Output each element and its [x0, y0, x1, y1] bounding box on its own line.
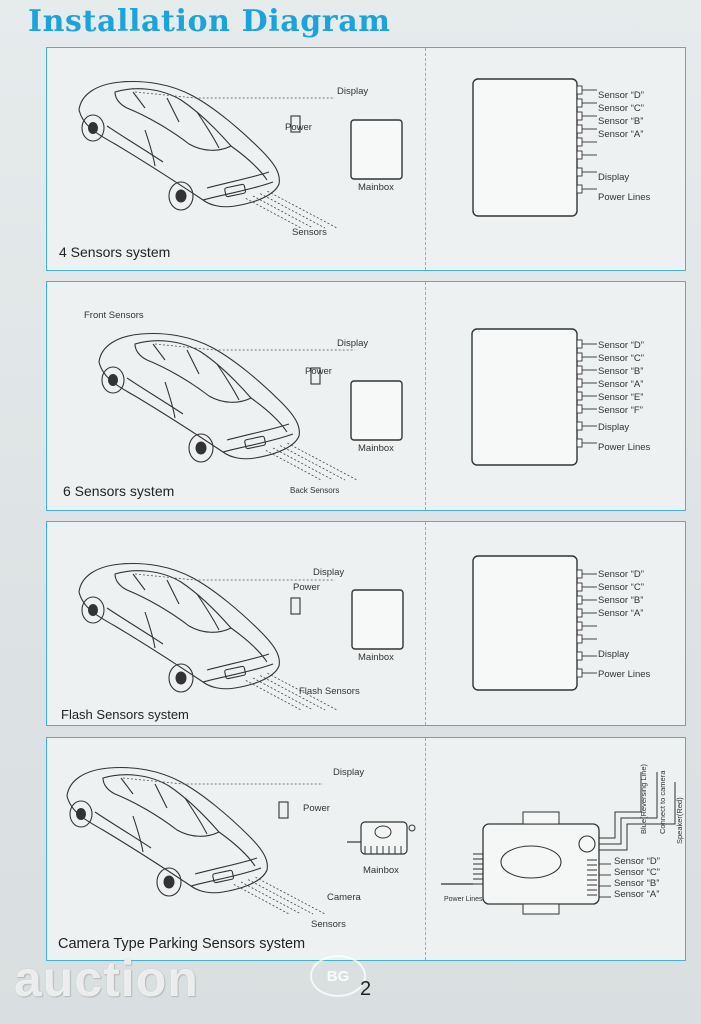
page-number: 2 — [360, 978, 372, 1000]
sensors-label: Sensors — [292, 227, 327, 238]
car-illustration — [78, 81, 403, 229]
panel-divider — [425, 48, 426, 270]
pin-label: Display — [598, 172, 630, 183]
camera-mainbox-wiring-diagram — [441, 772, 676, 915]
panel-divider — [425, 522, 426, 725]
pin-label: Sensor “B” — [598, 116, 644, 127]
speaker-label: Speaker(Red) — [675, 797, 684, 844]
pin-label: Sensor “B” — [598, 366, 644, 377]
camera-mainbox-illustration — [347, 821, 416, 855]
page-title: Installation Diagram — [28, 4, 391, 39]
camera-label: Camera — [327, 892, 361, 903]
display-label: Display — [333, 767, 365, 778]
panel-6-sensors: Front Sensors Display Power Mainbox Back… — [46, 281, 686, 511]
watermark-text: auction — [14, 951, 199, 1007]
mainbox-label: Mainbox — [358, 652, 394, 663]
power-label: Power — [285, 122, 312, 133]
flash-sensors-label: Flash Sensors — [299, 686, 360, 697]
pin-label: Sensor “D” — [598, 340, 644, 351]
display-label: Display — [337, 338, 369, 349]
pin-label: Power Lines — [598, 442, 651, 453]
mainbox-wiring-diagram — [472, 555, 597, 691]
power-label: Power — [305, 366, 332, 377]
car-illustration — [66, 767, 326, 915]
pin-label: Power Lines — [598, 669, 651, 680]
power-label: Power — [293, 582, 320, 593]
pin-label: Sensor “F” — [598, 405, 643, 416]
mainbox-wiring-diagram — [471, 328, 597, 466]
pin-label: Sensor “B” — [614, 878, 660, 889]
panel-4-sensors: Display Power Mainbox Sensors 4 Sensors … — [46, 47, 686, 271]
pin-label: Sensor “D” — [598, 90, 644, 101]
pin-label: Power Lines — [598, 192, 651, 203]
panel-camera-parking-sensors: Display Power Mainbox Camera Sensors Cam… — [46, 737, 686, 961]
pin-label: Sensor “A” — [614, 889, 660, 900]
sensors-label: Sensors — [311, 919, 346, 930]
panel-divider — [425, 738, 426, 960]
pin-label: Sensor “A” — [598, 129, 644, 140]
mainbox-wiring-diagram — [472, 78, 597, 217]
pin-label: Sensor “A” — [598, 608, 644, 619]
panel-flash-sensors: Display Power Mainbox Flash Sensors Flas… — [46, 521, 686, 726]
mainbox-label: Mainbox — [358, 443, 394, 454]
pin-label: Sensor “D” — [614, 856, 660, 867]
pin-label: Sensor “B” — [598, 595, 644, 606]
connect-camera-label: Connect to camera — [658, 770, 667, 834]
pin-label: Sensor “C” — [598, 582, 644, 593]
pin-label: Sensor “C” — [598, 103, 644, 114]
system-caption: Camera Type Parking Sensors system — [58, 936, 306, 952]
pin-label: Display — [598, 422, 630, 433]
pin-label: Sensor “E” — [598, 392, 644, 403]
front-sensors-label: Front Sensors — [84, 310, 144, 321]
mainbox-label: Mainbox — [358, 182, 394, 193]
system-caption: Flash Sensors system — [61, 707, 189, 722]
panel-divider — [425, 282, 426, 510]
watermark-badge: BG — [310, 955, 366, 997]
display-label: Display — [337, 86, 369, 97]
power-lines-label: Power Lines — [444, 896, 483, 903]
pin-label: Sensor “C” — [598, 353, 644, 364]
car-illustration — [78, 563, 404, 711]
car-illustration — [98, 333, 403, 481]
blue-reversing-line-label: Blue(Reversing Line) — [639, 763, 648, 834]
pin-label: Sensor “C” — [614, 867, 660, 878]
display-label: Display — [313, 567, 345, 578]
power-label: Power — [303, 803, 330, 814]
system-caption: 4 Sensors system — [59, 244, 171, 260]
system-caption: 6 Sensors system — [63, 483, 175, 499]
pin-label: Sensor “D” — [598, 569, 644, 580]
back-sensors-label: Back Sensors — [290, 486, 340, 495]
pin-label: Display — [598, 649, 630, 660]
pin-label: Sensor “A” — [598, 379, 644, 390]
mainbox-label: Mainbox — [363, 865, 399, 876]
